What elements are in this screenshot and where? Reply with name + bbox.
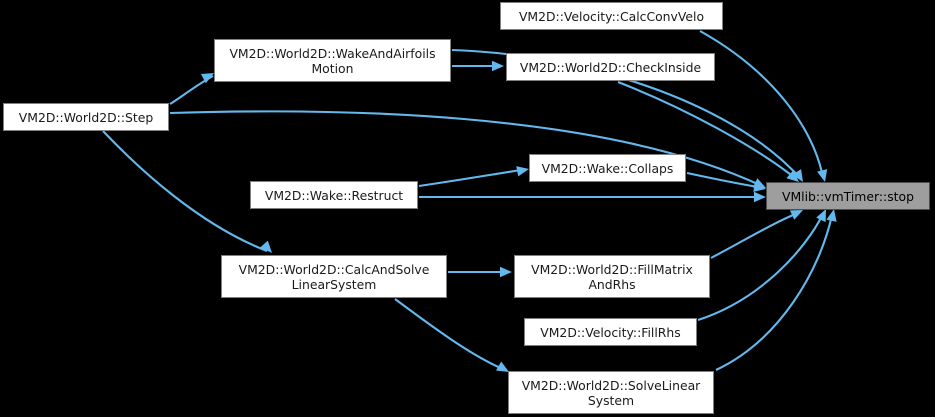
graph-edge-calcandsolvelinearsystem-to-solvelinearsystem <box>394 298 509 372</box>
graph-edge-wakeandairfoilsmotion-to-checkinside <box>452 60 504 72</box>
graph-edge-fillmatrixandrhs-to-vmtimerstop <box>710 210 803 259</box>
graph-node-wake_and_airfoils_motion[interactable]: VM2D::World2D::WakeAndAirfoils Motion <box>214 39 451 82</box>
graph-node-label: VM2D::World2D::FillMatrix AndRhs <box>531 261 693 292</box>
graph-edge-fillrhs-to-vmtimerstop <box>697 209 826 321</box>
graph-node-calc_and_solve_linear_system[interactable]: VM2D::World2D::CalcAndSolve LinearSystem <box>221 255 447 298</box>
graph-edge-solvelinearsystem-to-vmtimerstop <box>715 209 837 371</box>
graph-node-fill_rhs[interactable]: VM2D::Velocity::FillRhs <box>524 318 697 346</box>
graph-node-vmtimer_stop[interactable]: VMlib::vmTimer::stop <box>766 182 930 210</box>
graph-edge-collaps-to-vmtimerstop <box>686 171 766 192</box>
graph-node-collaps[interactable]: VM2D::Wake::Collaps <box>529 154 686 182</box>
graph-node-label: VM2D::World2D::Step <box>18 109 154 125</box>
graph-edge-calcconvvelo-to-vmtimerstop <box>699 30 828 182</box>
graph-edge-calcandsolvelinearsystem-to-fillmatrixandrhs <box>448 266 512 278</box>
graph-node-label: VM2D::Velocity::FillRhs <box>540 324 681 340</box>
graph-node-step[interactable]: VM2D::World2D::Step <box>3 103 169 131</box>
graph-node-label: VM2D::World2D::WakeAndAirfoils Motion <box>229 45 436 76</box>
graph-node-fill_matrix_and_rhs[interactable]: VM2D::World2D::FillMatrix AndRhs <box>514 255 710 298</box>
graph-node-label: VMlib::vmTimer::stop <box>782 188 914 204</box>
graph-node-label: VM2D::World2D::SolveLinear System <box>521 377 701 408</box>
graph-node-calc_conv_velo[interactable]: VM2D::Velocity::CalcConvVelo <box>500 2 723 30</box>
graph-node-label: VM2D::World2D::CheckInside <box>519 59 702 75</box>
graph-edge-restruct-to-collaps <box>418 166 529 188</box>
graph-node-solve_linear_system[interactable]: VM2D::World2D::SolveLinear System <box>508 371 714 414</box>
graph-node-label: VM2D::World2D::CalcAndSolve LinearSystem <box>238 261 430 292</box>
graph-node-check_inside[interactable]: VM2D::World2D::CheckInside <box>506 53 715 81</box>
graph-node-label: VM2D::Velocity::CalcConvVelo <box>518 8 705 24</box>
graph-edge-step-to-wakeandairfoilsmotion <box>169 73 214 105</box>
graph-node-label: VM2D::Wake::Restruct <box>264 187 404 203</box>
graph-node-label: VM2D::Wake::Collaps <box>541 160 674 176</box>
graph-node-restruct[interactable]: VM2D::Wake::Restruct <box>250 181 418 209</box>
graph-edge-restruct-to-vmtimerstop <box>419 191 766 203</box>
